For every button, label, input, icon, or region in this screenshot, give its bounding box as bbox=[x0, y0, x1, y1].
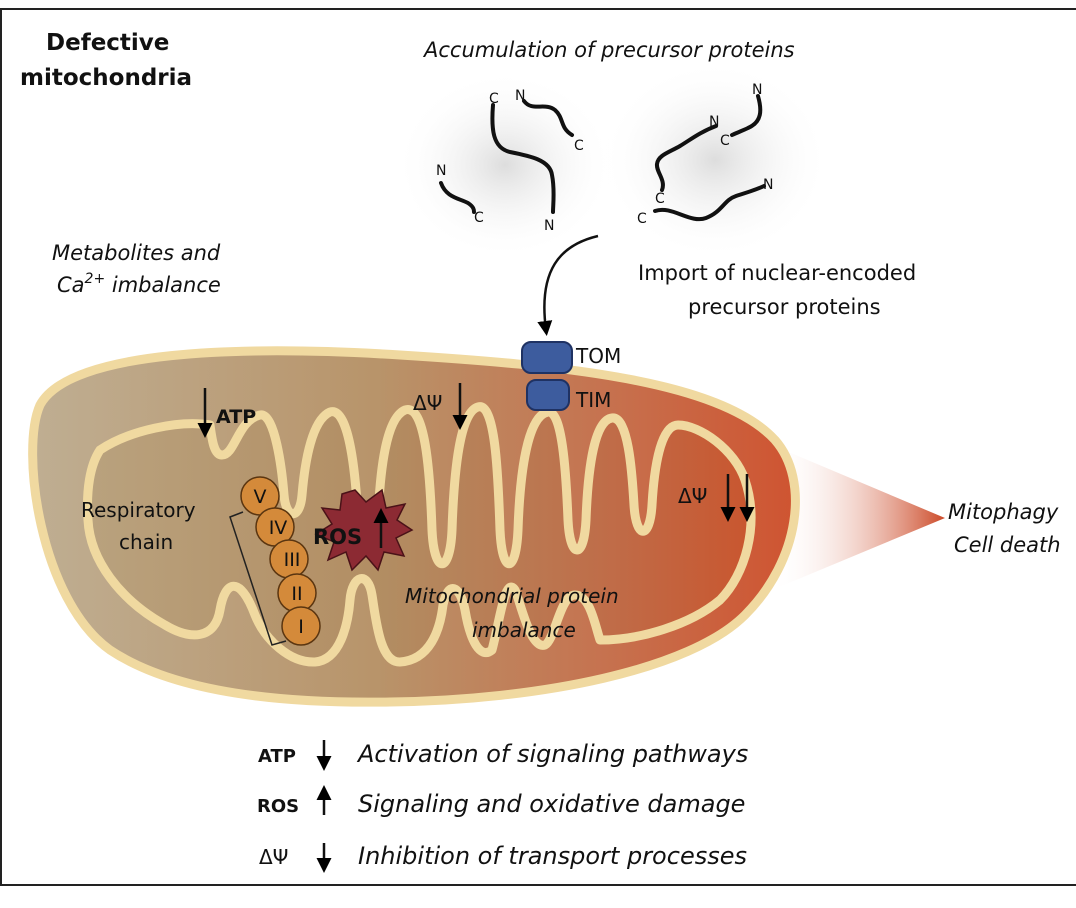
complex-i-label: I bbox=[298, 616, 304, 638]
terminal-n: N bbox=[752, 82, 762, 98]
precursor-proteins bbox=[439, 94, 766, 222]
legend-symbol-atp: ATP bbox=[258, 746, 296, 767]
terminal-n: N bbox=[763, 177, 773, 193]
precursor-protein-1 bbox=[439, 181, 476, 214]
terminal-c: C bbox=[655, 191, 665, 207]
terminal-n: N bbox=[544, 218, 554, 234]
precursor-cloud-right bbox=[600, 60, 830, 260]
precursor-protein-2 bbox=[490, 103, 556, 214]
metabolites-imbalance: imbalance bbox=[105, 273, 221, 297]
tom-label: TOM bbox=[575, 344, 621, 368]
terminal-c: C bbox=[474, 210, 484, 226]
complex-i bbox=[281, 606, 321, 646]
outcome-line2: Cell death bbox=[954, 533, 1061, 557]
complex-iii-label: III bbox=[284, 549, 301, 571]
complex-v-label: V bbox=[254, 486, 267, 508]
ros-label: ROS bbox=[313, 525, 362, 549]
terminal-c: C bbox=[637, 211, 647, 227]
precursor-cloud-left bbox=[395, 70, 615, 260]
metabolites-line1: Metabolites and bbox=[52, 241, 221, 265]
respiratory-complexes: V IV III II I bbox=[240, 476, 321, 646]
complex-ii-label: II bbox=[291, 583, 302, 605]
protein-imbalance-line1: Mitochondrial protein bbox=[405, 584, 619, 608]
legend-text-ros: Signaling and oxidative damage bbox=[358, 790, 745, 818]
respiratory-chain-line1: Respiratory bbox=[81, 498, 196, 522]
terminal-n: N bbox=[515, 88, 525, 104]
precursor-protein-5 bbox=[730, 94, 763, 137]
protein-imbalance-line2: imbalance bbox=[472, 618, 576, 642]
terminal-n: N bbox=[709, 114, 719, 130]
legend: ATP Activation of signaling pathways ROS… bbox=[257, 740, 748, 873]
respiratory-chain-line2: chain bbox=[119, 530, 173, 554]
import-arrow bbox=[537, 234, 599, 336]
delta-psi-strong-label: ΔΨ bbox=[678, 484, 707, 508]
legend-symbol-ros: ROS bbox=[257, 796, 299, 817]
tim-complex bbox=[526, 379, 570, 411]
terminal-n: N bbox=[436, 163, 446, 179]
precursor-label: Accumulation of precursor proteins bbox=[422, 38, 795, 62]
legend-symbol-delta-psi: ΔΨ bbox=[259, 845, 288, 869]
import-label-line2: precursor proteins bbox=[688, 295, 881, 319]
terminal-labels: N C C N N C N N C C C N bbox=[436, 82, 773, 234]
atp-label: ATP bbox=[216, 406, 256, 428]
tim-label: TIM bbox=[575, 388, 611, 412]
metabolites-ca: Ca bbox=[57, 273, 85, 297]
legend-text-atp: Activation of signaling pathways bbox=[356, 740, 748, 768]
title-line2: mitochondria bbox=[20, 65, 192, 91]
precursor-protein-3 bbox=[522, 99, 574, 137]
metabolites-sup: 2+ bbox=[85, 271, 106, 287]
complex-iv-label: IV bbox=[269, 517, 288, 539]
precursor-protein-4 bbox=[654, 124, 718, 192]
legend-text-delta-psi: Inhibition of transport processes bbox=[358, 842, 747, 870]
title-line1: Defective bbox=[46, 30, 169, 56]
terminal-c: C bbox=[489, 91, 499, 107]
delta-psi-label: ΔΨ bbox=[413, 391, 442, 415]
metabolites-line2: Ca2+ imbalance bbox=[57, 271, 221, 297]
respiratory-chain-bracket bbox=[229, 511, 287, 646]
terminal-c: C bbox=[574, 138, 584, 154]
outcome-line1: Mitophagy bbox=[948, 500, 1059, 524]
figure-border bbox=[0, 8, 1076, 886]
tom-complex bbox=[521, 341, 573, 374]
terminal-c: C bbox=[720, 133, 730, 149]
precursor-protein-6 bbox=[653, 184, 766, 222]
outcome-arrow bbox=[772, 445, 945, 590]
import-label-line1: Import of nuclear-encoded bbox=[638, 261, 916, 285]
